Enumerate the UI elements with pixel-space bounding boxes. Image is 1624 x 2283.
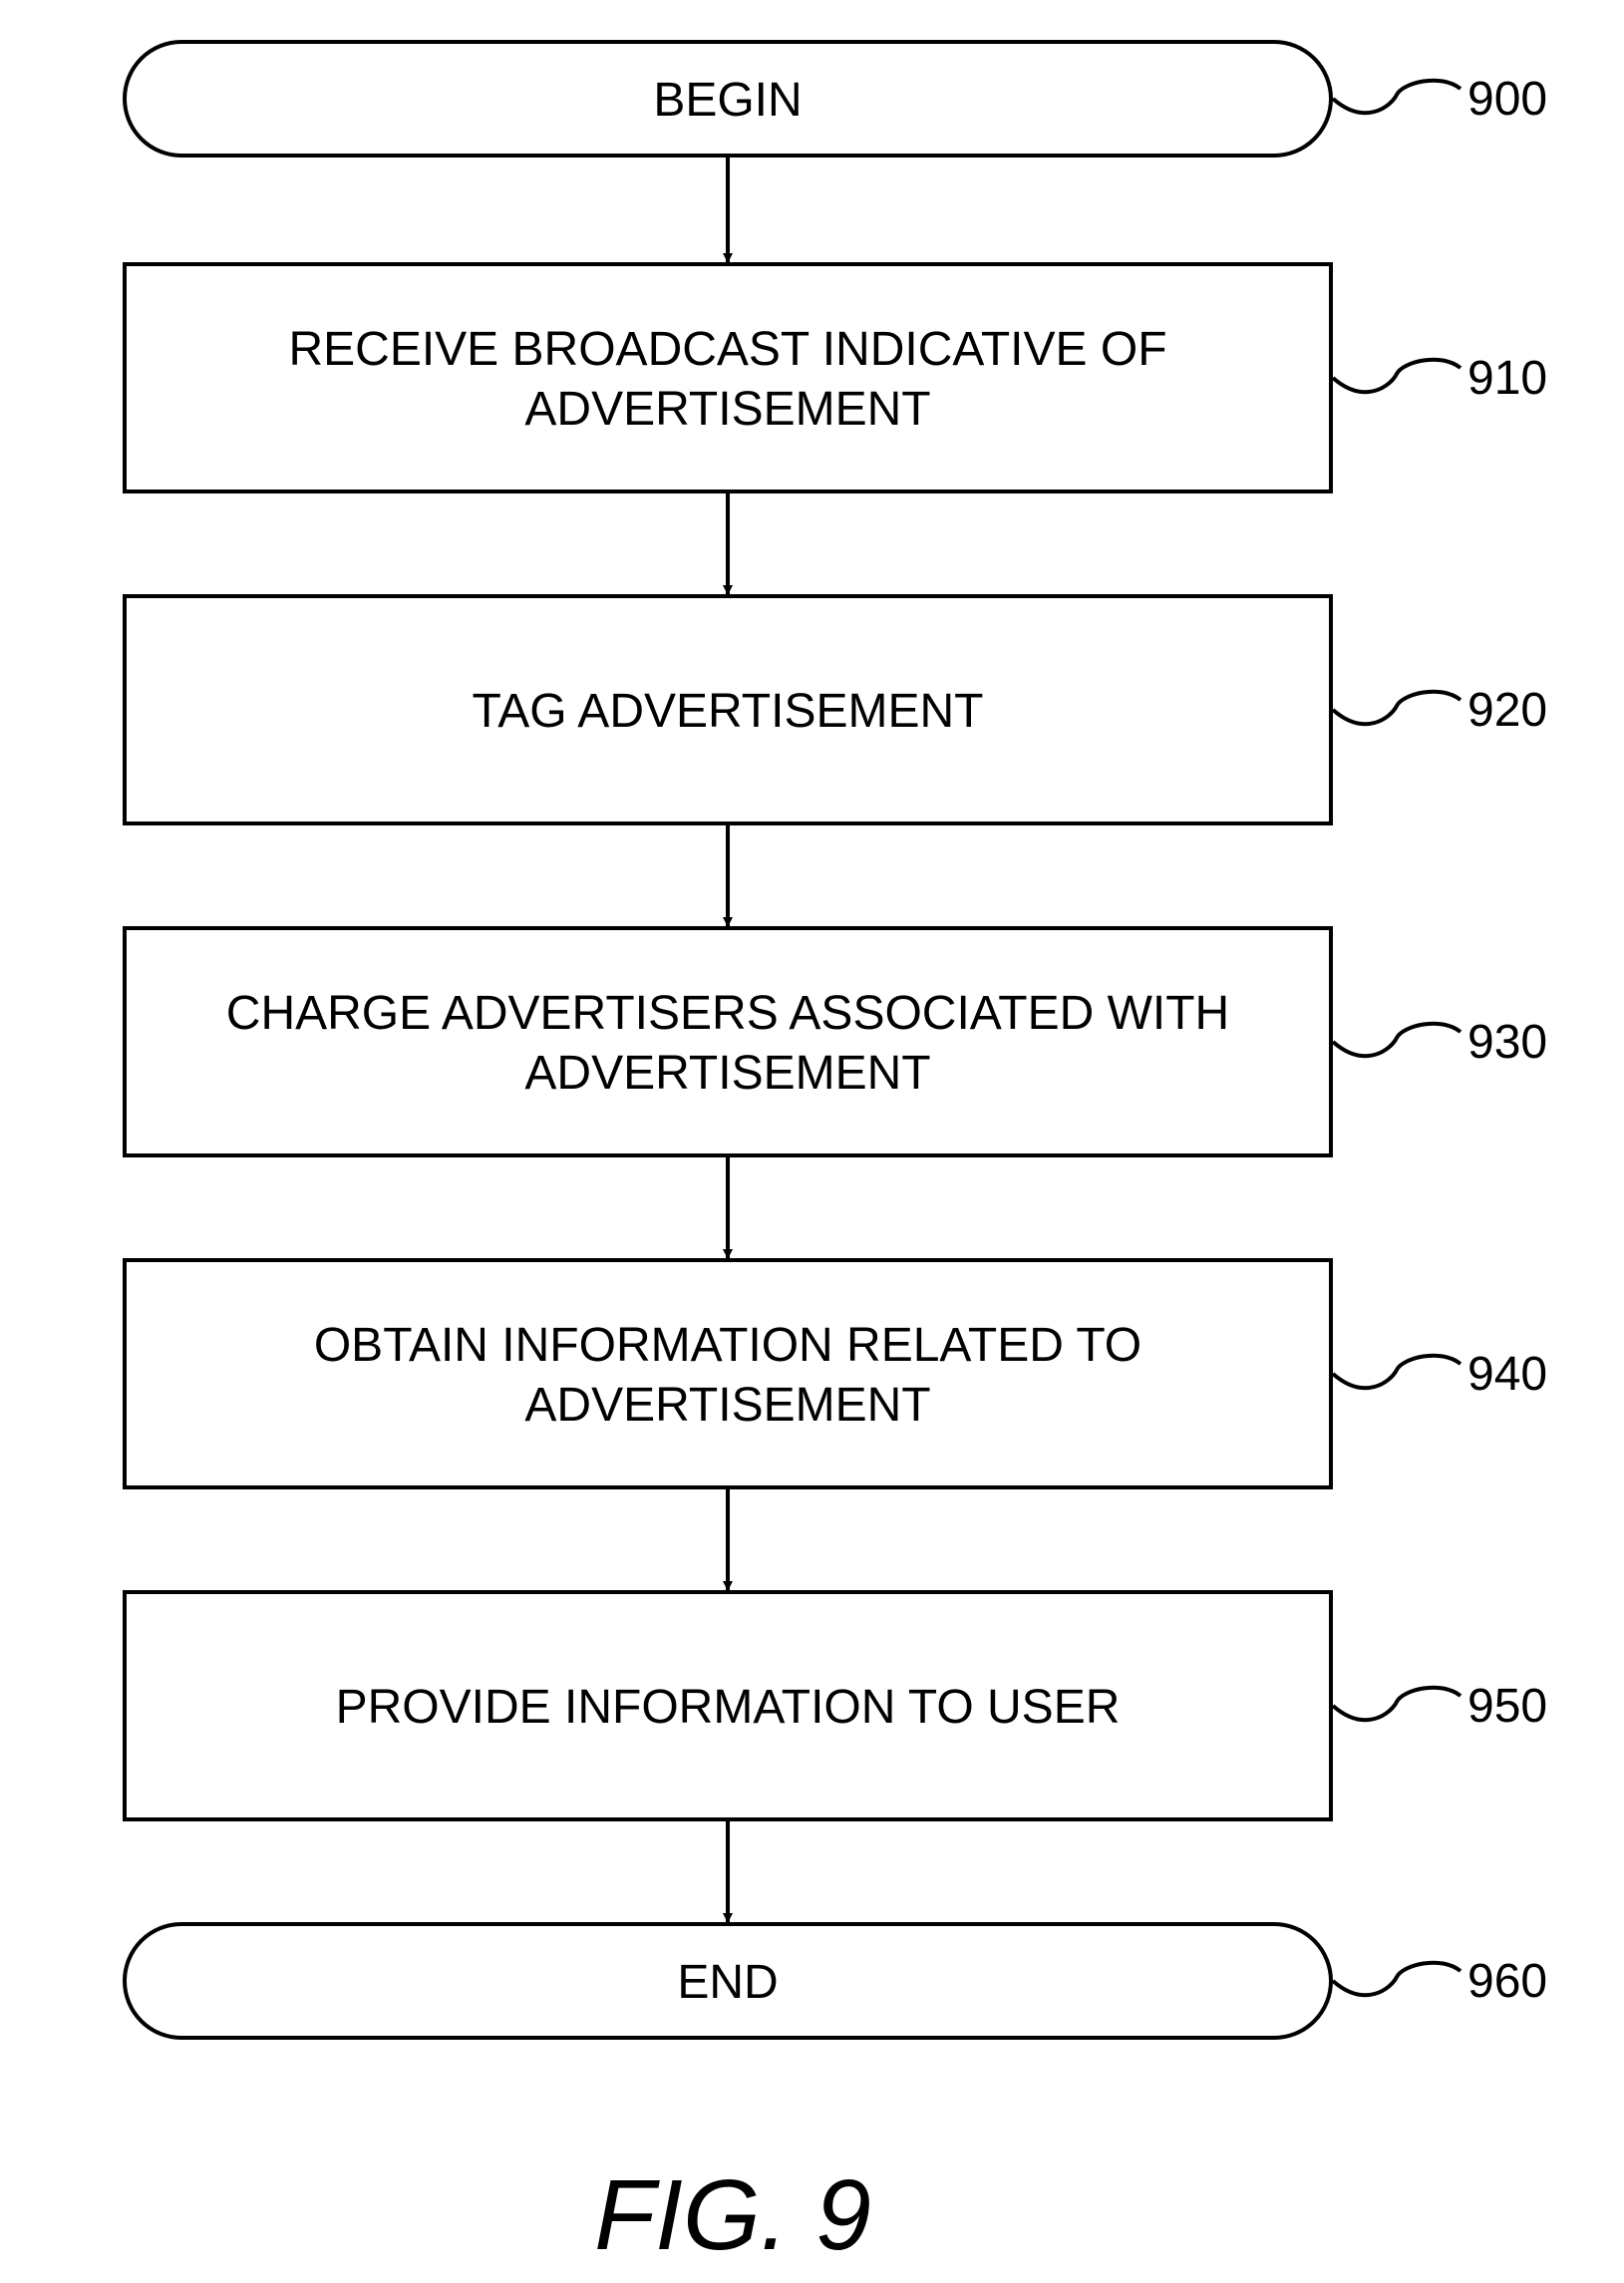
process-box — [125, 264, 1331, 491]
reference-numeral: 910 — [1467, 352, 1547, 405]
reference-leader — [1333, 360, 1461, 393]
reference-leader — [1333, 1356, 1461, 1389]
process-step-920: TAG ADVERTISEMENT 920 — [125, 596, 1547, 823]
step-text: RECEIVE BROADCAST INDICATIVE OF — [288, 323, 1166, 376]
step-text: PROVIDE INFORMATION TO USER — [336, 1681, 1121, 1734]
reference-leader — [1333, 1024, 1461, 1057]
reference-numeral: 950 — [1467, 1680, 1547, 1733]
step-text: ADVERTISEMENT — [524, 383, 930, 436]
step-text: TAG ADVERTISEMENT — [473, 685, 984, 738]
reference-numeral: 920 — [1467, 684, 1547, 737]
process-step-950: PROVIDE INFORMATION TO USER 950 — [125, 1592, 1547, 1819]
reference-leader — [1333, 692, 1461, 725]
process-step-940: OBTAIN INFORMATION RELATED TO ADVERTISEME… — [125, 1260, 1547, 1487]
step-text: END — [677, 1956, 778, 2009]
process-box — [125, 1260, 1331, 1487]
reference-leader — [1333, 1963, 1461, 1996]
reference-numeral: 960 — [1467, 1955, 1547, 2008]
process-step-910: RECEIVE BROADCAST INDICATIVE OF ADVERTISE… — [125, 264, 1547, 491]
step-text: ADVERTISEMENT — [524, 1379, 930, 1432]
figure-label: FIG. 9 — [594, 2159, 871, 2271]
reference-numeral: 940 — [1467, 1348, 1547, 1401]
terminal-step-960: END 960 — [125, 1924, 1547, 2038]
reference-leader — [1333, 1688, 1461, 1721]
reference-numeral: 930 — [1467, 1016, 1547, 1069]
reference-leader — [1333, 81, 1461, 114]
step-text: ADVERTISEMENT — [524, 1047, 930, 1100]
reference-numeral: 900 — [1467, 73, 1547, 126]
step-text: OBTAIN INFORMATION RELATED TO — [314, 1319, 1141, 1372]
terminal-step-900: BEGIN 900 — [125, 42, 1547, 156]
step-text: CHARGE ADVERTISERS ASSOCIATED WITH — [226, 987, 1229, 1040]
process-box — [125, 928, 1331, 1155]
process-step-930: CHARGE ADVERTISERS ASSOCIATED WITH ADVERT… — [125, 928, 1547, 1155]
step-text: BEGIN — [653, 74, 802, 127]
